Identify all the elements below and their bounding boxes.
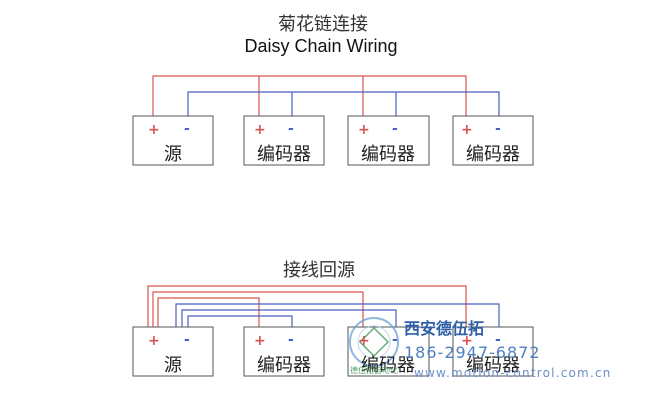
s1-enc2-plus: + [358, 122, 370, 138]
s1-enc1-minus: - [288, 121, 294, 137]
watermark-logo [349, 317, 399, 367]
s2-encoder-label-2: 编码器 [361, 355, 415, 376]
s1-positive-wire [152, 75, 467, 116]
s1-encoder-label-1: 编码器 [257, 144, 311, 165]
text-layer: + - + - + - + - 源 编码器 编码器 编码器 + - + - + … [148, 121, 520, 376]
section2-title-cn: 接线回源 [283, 260, 355, 281]
section2-wires [147, 285, 500, 327]
s2-encoder-box-3 [452, 326, 534, 377]
watermark-phone: 186-2947-6872 [404, 343, 541, 362]
s2-enc1-plus: + [254, 333, 266, 349]
s1-source-plus: + [148, 122, 160, 138]
s2-negative-wire-2 [181, 309, 397, 327]
watermark-logo-text: 德伍拓自动化 [350, 365, 398, 375]
section1-title-cn: 菊花链连接 [278, 14, 368, 35]
s1-encoder-label-2: 编码器 [361, 144, 415, 165]
s2-enc3-minus: - [495, 332, 501, 348]
s2-negative-wire-1 [175, 303, 500, 327]
s1-enc3-minus: - [495, 121, 501, 137]
watermark-url: www.motion-control.com.cn [414, 366, 612, 380]
s1-source-label: 源 [164, 144, 182, 165]
section1-boxes [132, 115, 534, 166]
s2-enc3-plus: + [461, 333, 473, 349]
s1-encoder-label-3: 编码器 [466, 144, 520, 165]
s2-source-box [132, 326, 214, 377]
s1-encoder-box-1 [243, 115, 325, 166]
s2-enc2-plus: + [358, 333, 370, 349]
s1-enc1-plus: + [254, 122, 266, 138]
s1-enc2-minus: - [392, 121, 398, 137]
s1-encoder-box-3 [452, 115, 534, 166]
s2-enc1-minus: - [288, 332, 294, 348]
s2-negative-wire-3 [187, 315, 293, 327]
section1-title-en: Daisy Chain Wiring [244, 36, 398, 56]
s1-encoder-box-2 [347, 115, 430, 166]
section2-boxes [132, 326, 534, 377]
s1-source-minus: - [184, 121, 190, 137]
s2-encoder-label-1: 编码器 [257, 355, 311, 376]
s2-source-plus: + [148, 333, 160, 349]
section1-wires [152, 75, 500, 116]
s2-encoder-box-1 [243, 326, 325, 377]
s2-source-minus: - [184, 332, 190, 348]
s2-source-label: 源 [164, 355, 182, 376]
s2-positive-wire-3 [157, 297, 260, 327]
s2-positive-wire-1 [147, 285, 467, 327]
s1-source-box [132, 115, 214, 166]
s2-enc2-minus: - [392, 332, 398, 348]
s1-enc3-plus: + [461, 122, 473, 138]
s1-negative-wire [187, 91, 500, 116]
watermark-company: 西安德伍拓 [404, 319, 485, 338]
s2-encoder-label-3: 编码器 [466, 355, 520, 376]
